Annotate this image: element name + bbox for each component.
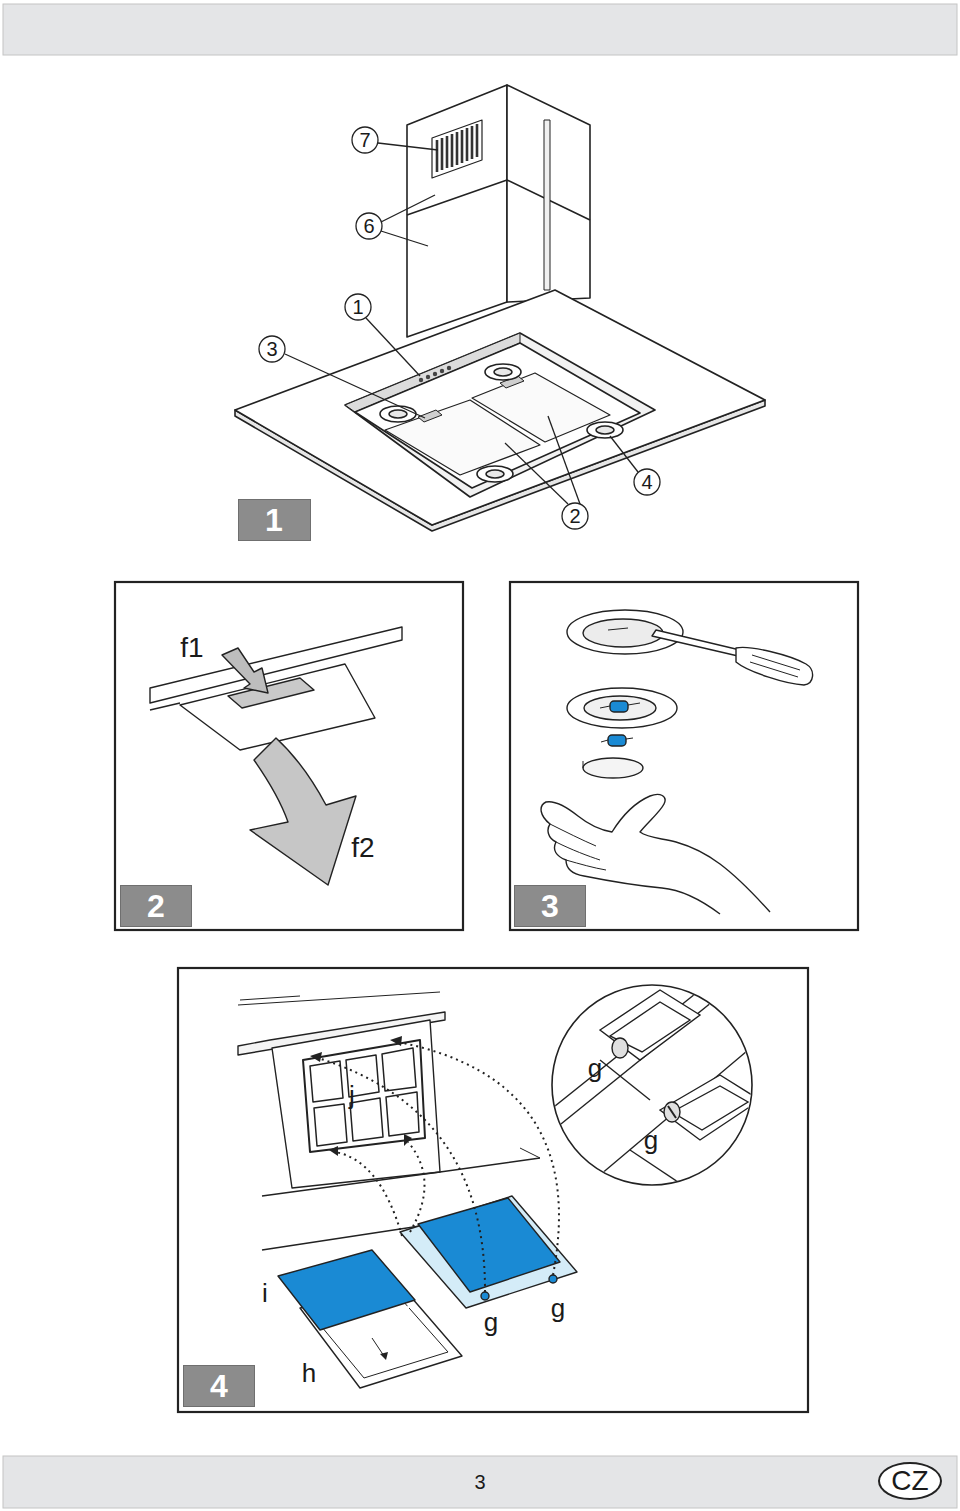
figure-number: 3 (541, 890, 559, 922)
footer-bar (3, 1456, 957, 1508)
part-label: g (644, 1127, 658, 1153)
callout-number: 7 (359, 130, 370, 150)
callout-circles (259, 127, 660, 529)
panel-frame (115, 582, 463, 930)
part-label: i (262, 1280, 268, 1306)
figure-number: 4 (210, 1370, 228, 1402)
header-bar (3, 4, 957, 55)
figure-number: 1 (265, 504, 283, 536)
lamp-change-figure (541, 610, 813, 914)
part-label: g (484, 1309, 498, 1335)
part-label: h (302, 1360, 316, 1386)
figure-number: 2 (147, 890, 165, 922)
arrow-heads (310, 1036, 412, 1156)
part-label: j (349, 1082, 355, 1108)
callout-number: 3 (266, 339, 277, 359)
step-label: f2 (351, 834, 374, 862)
figure-number-badge: 4 (183, 1365, 255, 1407)
figure-number-badge: 3 (514, 885, 586, 927)
hood-figure (235, 85, 765, 531)
page-number: 3 (474, 1472, 485, 1492)
figure-number-badge: 2 (120, 885, 192, 927)
panel-frame (178, 968, 808, 1412)
carbon-filter-figure (238, 992, 577, 1388)
part-label: g (551, 1295, 565, 1321)
figure-number-badge: 1 (238, 499, 311, 541)
callout-number: 4 (641, 472, 652, 492)
language-badge: CZ (878, 1462, 942, 1500)
insertion-arrows (318, 1042, 559, 1292)
callout-number: 6 (363, 216, 374, 236)
panel-frame (510, 582, 858, 930)
filter-release-figure (150, 627, 402, 885)
step-label: f1 (180, 634, 203, 662)
callout-number: 1 (352, 297, 363, 317)
detail-magnifier (550, 985, 760, 1190)
part-label: g (588, 1055, 602, 1081)
callout-number: 2 (569, 506, 580, 526)
language-code: CZ (891, 1467, 928, 1495)
